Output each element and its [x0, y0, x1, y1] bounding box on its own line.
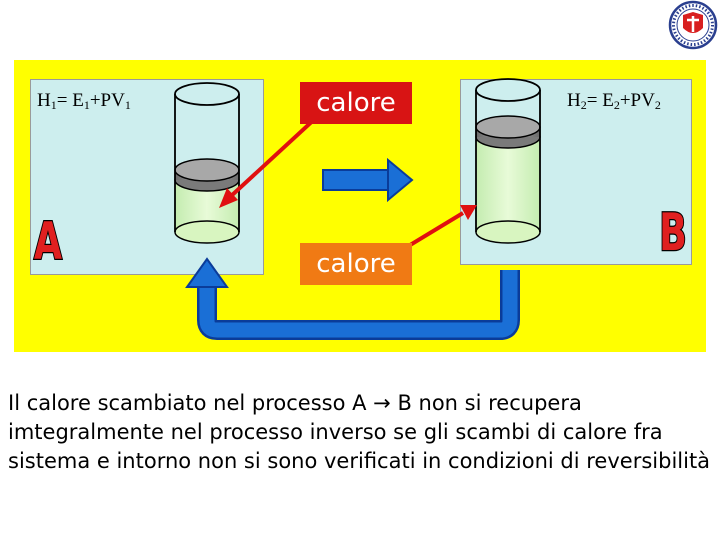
- cylinder-a: [175, 83, 239, 243]
- heat-label-reverse: calore: [300, 243, 412, 285]
- state-a-label: A: [34, 210, 62, 271]
- cylinder-b: [476, 79, 540, 243]
- heat-arrow-to-a: [219, 116, 318, 208]
- heat-label-forward: calore: [300, 82, 412, 124]
- forward-process-arrow: [323, 160, 412, 200]
- state-b-label: B: [659, 201, 687, 262]
- caption-text: Il calore scambiato nel processo A → B n…: [8, 389, 714, 476]
